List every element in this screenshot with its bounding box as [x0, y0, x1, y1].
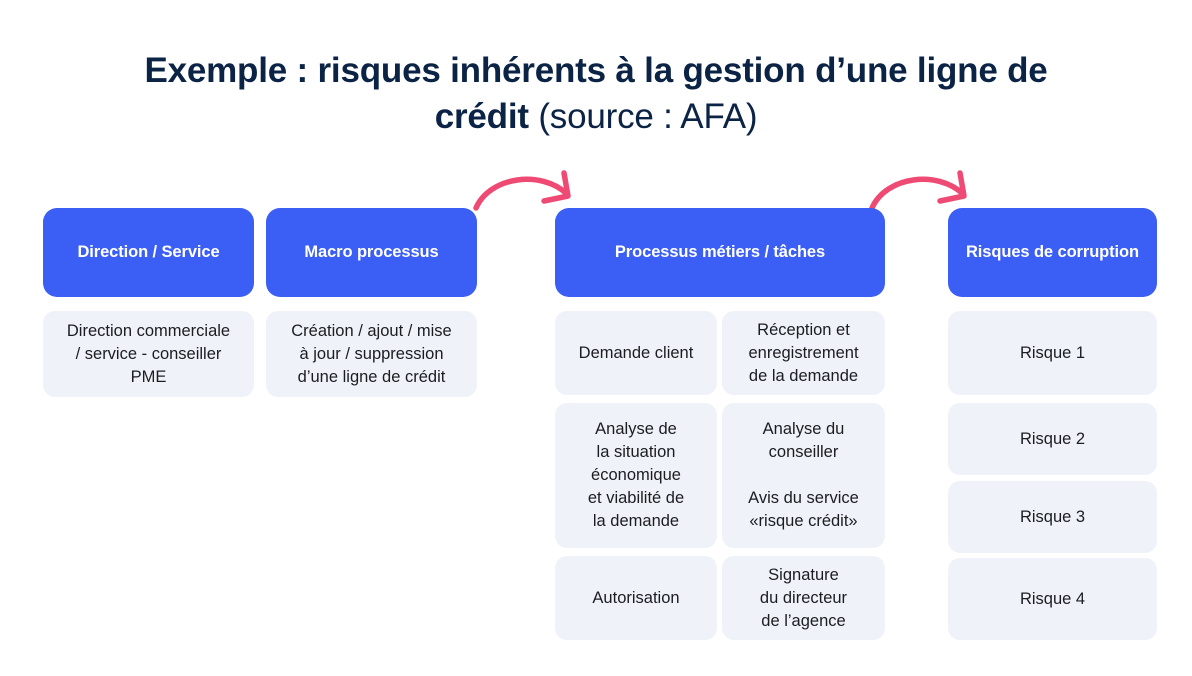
cell-direction-commerciale[interactable]: Direction commerciale / service - consei… [43, 311, 254, 397]
column-header-direction-service[interactable]: Direction / Service [43, 208, 254, 297]
cell-risque-4[interactable]: Risque 4 [948, 558, 1157, 640]
cell-risque-2[interactable]: Risque 2 [948, 403, 1157, 475]
cell-reception-enregistrement[interactable]: Réception et enregistrement de la demand… [722, 311, 885, 395]
column-header-risques-corruption[interactable]: Risques de corruption [948, 208, 1157, 297]
column-header-processus-metiers[interactable]: Processus métiers / tâches [555, 208, 885, 297]
page-title: Exemple : risques inhérents à la gestion… [96, 48, 1096, 140]
page-title-source: (source : AFA) [528, 97, 758, 136]
cell-risque-1[interactable]: Risque 1 [948, 311, 1157, 395]
cell-signature-directeur[interactable]: Signature du directeur de l’agence [722, 556, 885, 640]
arrow-macro-to-processus-icon [473, 170, 571, 211]
cell-demande-client[interactable]: Demande client [555, 311, 717, 395]
cell-creation-ligne-credit[interactable]: Création / ajout / mise à jour / suppres… [266, 311, 477, 397]
cell-analyse-conseiller[interactable]: Analyse du conseiller Avis du service «r… [722, 403, 885, 548]
column-header-macro-processus[interactable]: Macro processus [266, 208, 477, 297]
cell-risque-3[interactable]: Risque 3 [948, 481, 1157, 553]
page-title-main: Exemple : risques inhérents à la gestion… [144, 51, 1048, 136]
cell-analyse-situation-economique[interactable]: Analyse de la situation économique et vi… [555, 403, 717, 548]
arrow-processus-to-risques-icon [869, 170, 967, 211]
cell-autorisation[interactable]: Autorisation [555, 556, 717, 640]
